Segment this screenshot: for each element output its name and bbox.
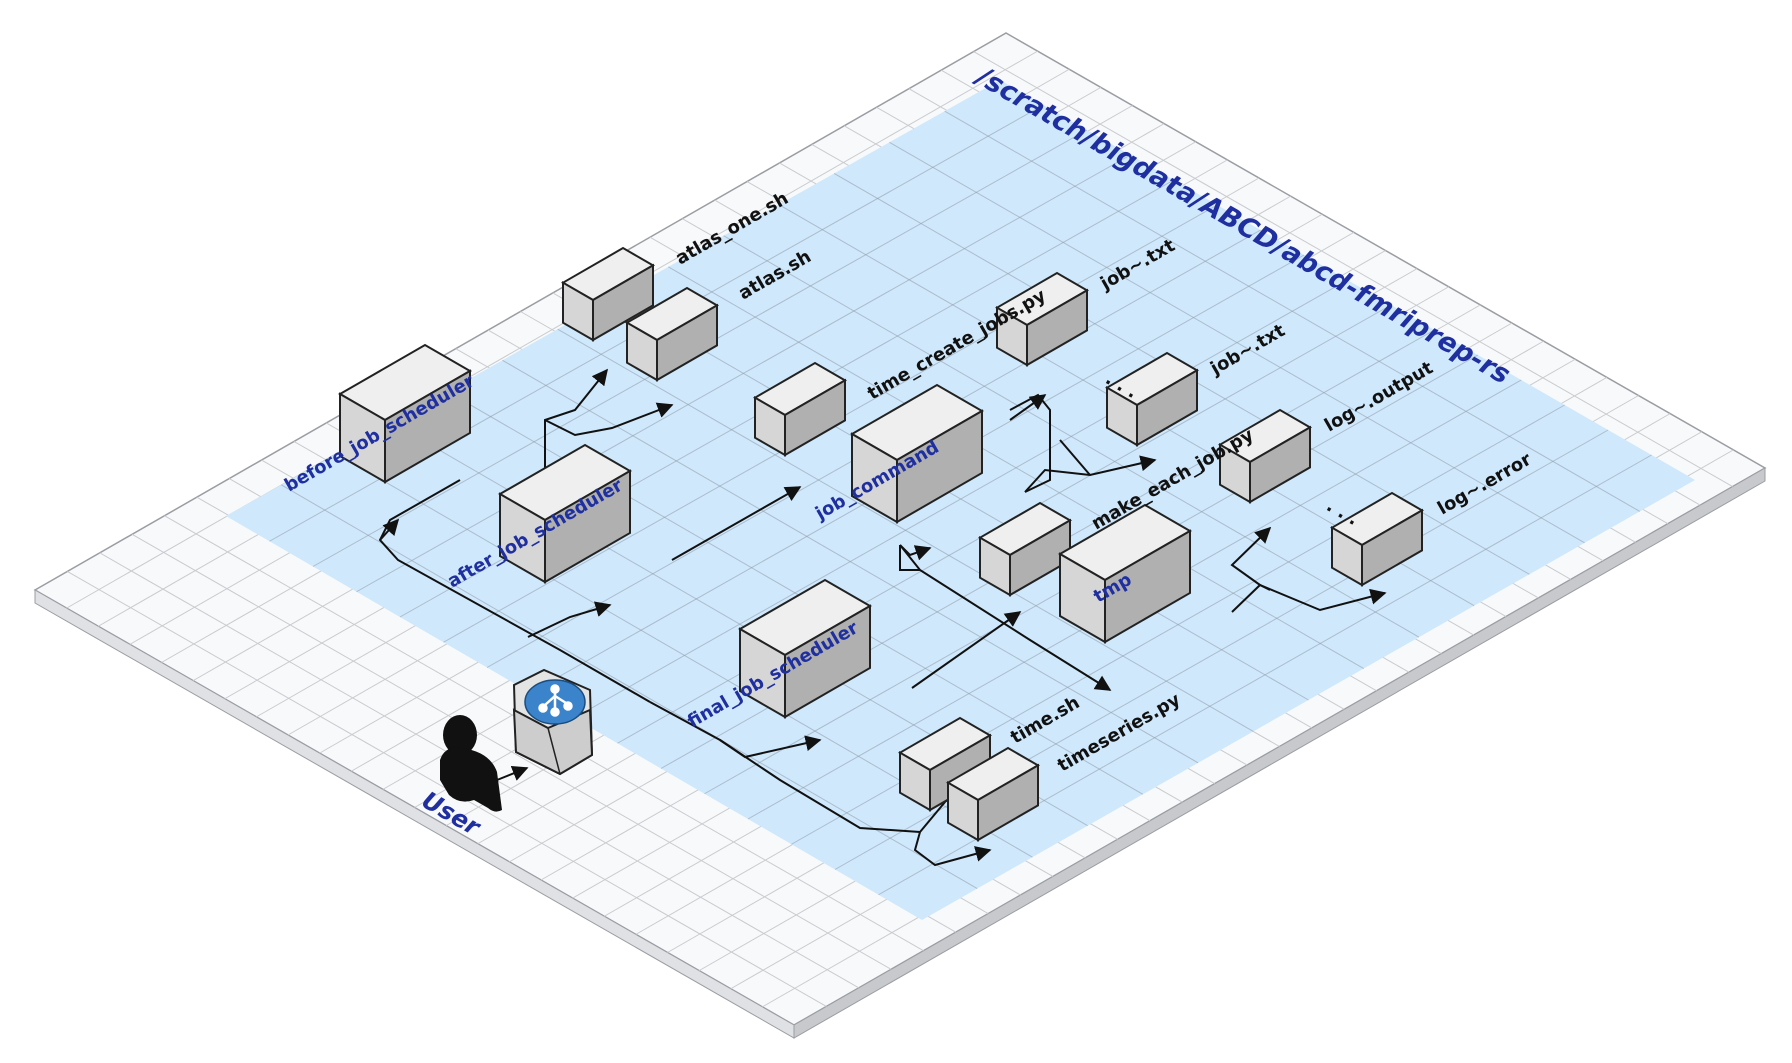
directory-box-before[interactable] <box>337 343 473 484</box>
file-box-time-sh[interactable] <box>897 716 993 812</box>
directory-box-final[interactable] <box>737 578 873 719</box>
file-box-log-err[interactable] <box>1329 491 1425 587</box>
file-box-log-out[interactable] <box>1217 408 1313 504</box>
file-box-job1[interactable] <box>994 271 1090 367</box>
file-box-atlas-one[interactable] <box>560 246 656 342</box>
file-box-timeseries[interactable] <box>945 746 1041 842</box>
hub-node[interactable] <box>512 668 594 776</box>
file-box-time-create[interactable] <box>752 361 848 457</box>
file-box-atlas[interactable] <box>624 286 720 382</box>
directory-box-after[interactable] <box>497 443 633 584</box>
directory-box-tmp[interactable] <box>1057 503 1193 644</box>
file-box-make-each[interactable] <box>977 501 1073 597</box>
git-branch-icon <box>538 684 573 717</box>
connectors <box>378 368 1387 867</box>
directory-box-jobcmd[interactable] <box>849 383 985 524</box>
user-icon[interactable] <box>440 715 502 812</box>
file-box-job2[interactable] <box>1104 351 1200 447</box>
